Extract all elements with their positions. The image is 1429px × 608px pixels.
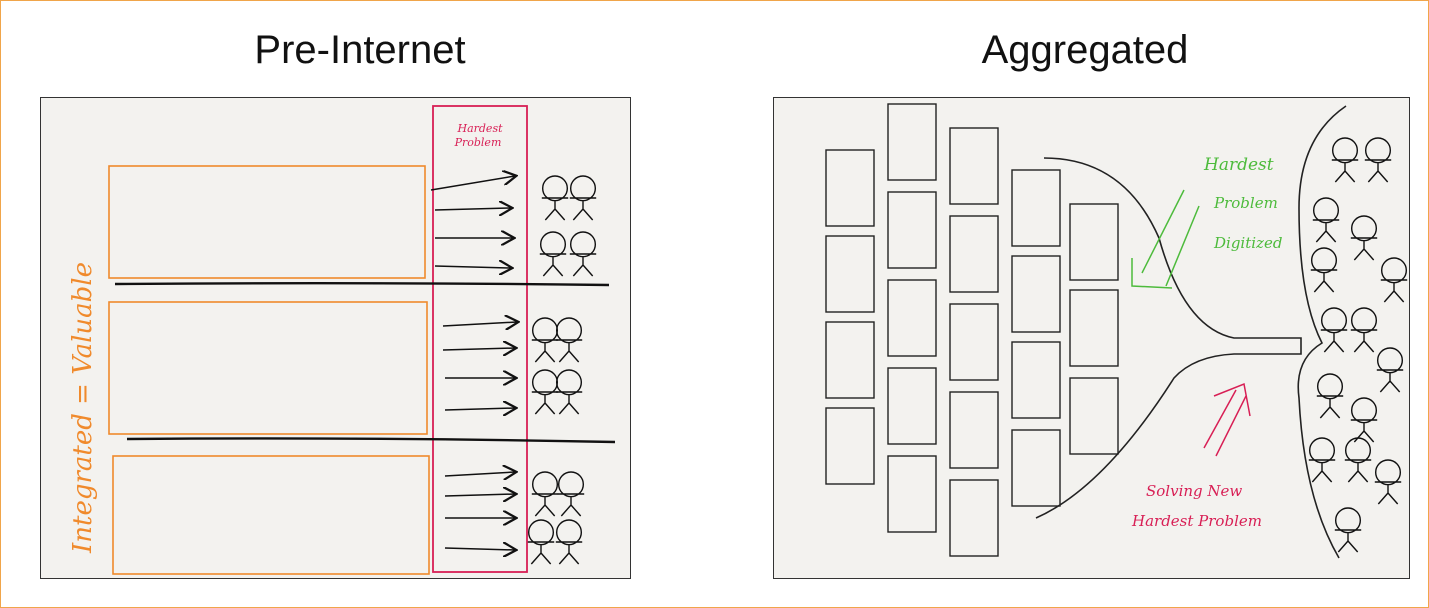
stick-figure-icon — [1310, 247, 1338, 293]
supplier-box — [887, 103, 937, 181]
supplier-box — [887, 191, 937, 269]
column-label-line1: Hardest — [456, 122, 503, 135]
people-left — [527, 175, 597, 565]
funnel — [1035, 157, 1302, 519]
stick-figure-icon — [1350, 307, 1378, 353]
stick-figure-icon — [531, 369, 559, 415]
integrated-valuable-label: Integrated = Valuable — [68, 262, 98, 554]
stick-figure-icon — [1374, 459, 1402, 505]
green-label-line1: Hardest — [1203, 155, 1274, 175]
aggregated-panel: Hardest Problem Digitized Solving New Ha… — [773, 97, 1410, 579]
stick-figure-icon — [1316, 373, 1344, 419]
green-arrow — [1131, 189, 1200, 289]
supplier-box — [949, 479, 999, 557]
arrows-group-2 — [442, 322, 517, 410]
stick-figure-icon — [1376, 347, 1404, 393]
green-label-line3: Digitized — [1213, 234, 1282, 252]
supplier-box — [1069, 289, 1119, 367]
supplier-box — [825, 235, 875, 313]
stick-figure-icon — [1308, 437, 1336, 483]
stick-figure-icon — [1331, 137, 1359, 183]
stick-figure-icon — [555, 369, 583, 415]
stick-figure-icon — [527, 519, 555, 565]
divider-line-2 — [126, 437, 616, 444]
arrows-group-3 — [444, 472, 515, 550]
stick-figure-icon — [1312, 197, 1340, 243]
stick-figure-icon — [531, 317, 559, 363]
supplier-box — [1069, 203, 1119, 281]
stick-figure-icon — [531, 471, 559, 517]
green-label-line2: Problem — [1213, 194, 1278, 212]
supplier-box — [887, 279, 937, 357]
stick-figure-icon — [557, 471, 585, 517]
supplier-box — [825, 149, 875, 227]
stick-figure-icon — [1350, 397, 1378, 443]
supplier-box — [949, 391, 999, 469]
supplier-box — [1069, 377, 1119, 455]
stick-figure-icon — [555, 317, 583, 363]
orange-box-1 — [108, 165, 426, 279]
hardest-problem-column — [432, 105, 528, 573]
supplier-box — [949, 303, 999, 381]
supplier-box — [825, 321, 875, 399]
supplier-box — [887, 367, 937, 445]
red-label-line1: Solving New — [1146, 482, 1242, 500]
stick-figure-icon — [1334, 507, 1362, 553]
supplier-box — [1011, 169, 1061, 247]
stick-figure-icon — [569, 175, 597, 221]
supplier-box — [1011, 341, 1061, 419]
pre-internet-panel: Integrated = Valuable Hardest Problem — [40, 97, 631, 579]
pre-internet-diagram: Integrated = Valuable Hardest Problem — [68, 105, 616, 575]
supplier-box — [1011, 255, 1061, 333]
supplier-box — [887, 455, 937, 533]
aggregated-diagram: Hardest Problem Digitized Solving New Ha… — [825, 103, 1408, 559]
customer-boundary — [1297, 105, 1347, 559]
supplier-box — [949, 127, 999, 205]
people-right — [1308, 137, 1408, 553]
red-arrow — [1203, 382, 1251, 457]
arrows-group-1 — [430, 176, 515, 268]
stick-figure-icon — [569, 231, 597, 277]
orange-box-3 — [112, 455, 430, 575]
stick-figure-icon — [1350, 215, 1378, 261]
red-label-line2: Hardest Problem — [1131, 512, 1262, 530]
stick-figure-icon — [541, 175, 569, 221]
stick-figure-icon — [1344, 437, 1372, 483]
orange-box-2 — [108, 301, 428, 435]
supplier-rectangles — [825, 103, 1119, 557]
right-title: Aggregated — [981, 28, 1189, 72]
stick-figure-icon — [1320, 307, 1348, 353]
left-title: Pre-Internet — [254, 28, 466, 72]
stick-figure-icon — [1380, 257, 1408, 303]
stick-figure-icon — [1364, 137, 1392, 183]
supplier-box — [949, 215, 999, 293]
column-label-line2: Problem — [454, 136, 502, 149]
divider-line-1 — [114, 282, 610, 287]
stick-figure-icon — [555, 519, 583, 565]
stick-figure-icon — [539, 231, 567, 277]
supplier-box — [1011, 429, 1061, 507]
supplier-box — [825, 407, 875, 485]
